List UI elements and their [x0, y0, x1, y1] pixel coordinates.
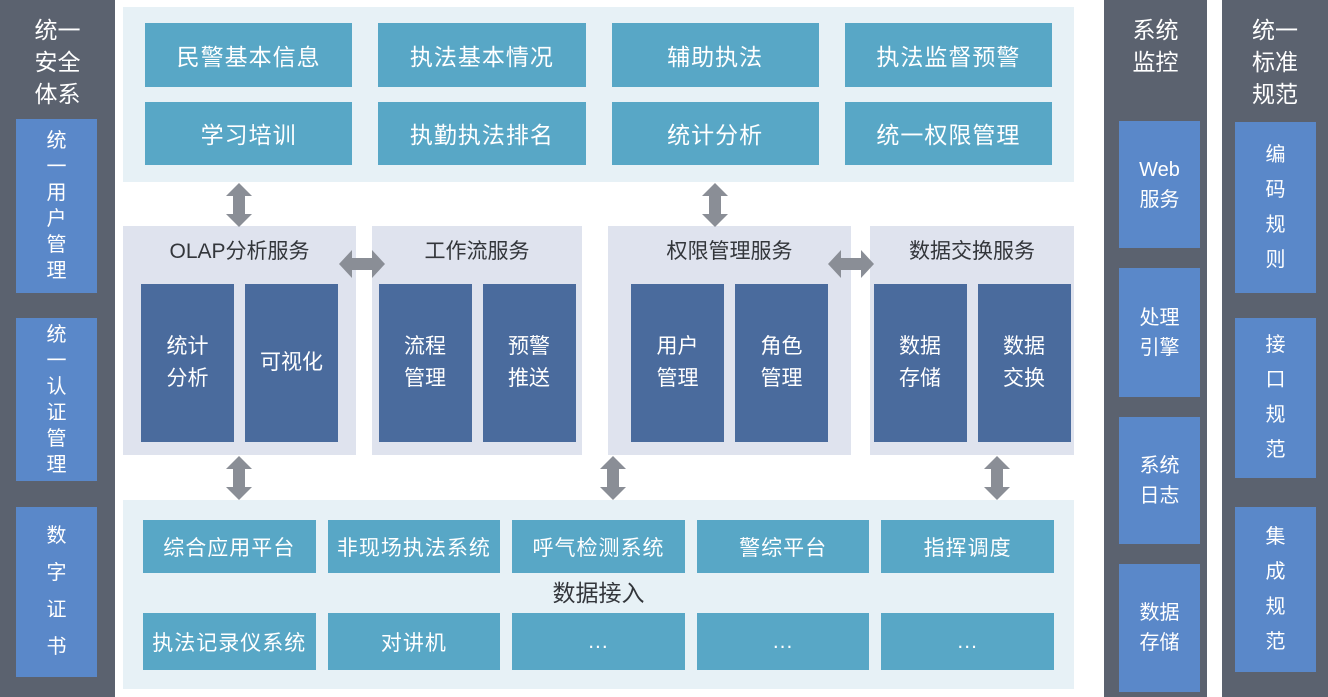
data-access-panel: 综合应用平台 非现场执法系统 呼气检测系统 警综平台 指挥调度 数据接入 执法记… — [123, 500, 1074, 689]
standards-item-coding-rules: 编 码 规 则 — [1235, 122, 1316, 293]
double-arrow-vertical-icon — [226, 456, 252, 500]
service-title-olap: OLAP分析服务 — [169, 240, 310, 263]
application-modules-panel: 民警基本信息 执法基本情况 辅助执法 执法监督预警 学习培训 执勤执法排名 统计… — [123, 7, 1074, 182]
service-panel-permission: 权限管理服务 用户 管理 角色 管理 — [608, 226, 851, 455]
data-access-label: 数据接入 — [552, 580, 645, 606]
services-row: OLAP分析服务 统计 分析 可视化 工作流服务 流程 管理 预警 推送 权限管… — [123, 226, 1074, 455]
service-title-permission: 权限管理服务 — [666, 240, 793, 263]
module-learning-training: 学习培训 — [145, 101, 353, 165]
source-ellipsis-3: ... — [881, 613, 1054, 670]
service-box-stat-analysis: 统计 分析 — [141, 284, 234, 442]
source-walkie-talkie: 对讲机 — [327, 613, 501, 670]
standards-column: 统一 标准 规范 编 码 规 则 接 口 规 范 集 成 规 范 — [1222, 0, 1328, 697]
service-box-data-exchange: 数据 交换 — [977, 284, 1071, 442]
source-ellipsis-2: ... — [696, 613, 870, 670]
sidebar-item-unified-user-management: 统 一 用 户 管 理 — [16, 119, 97, 293]
service-box-role-management: 角色 管理 — [735, 284, 828, 442]
standards-item-interface-standard: 接 口 规 范 — [1235, 318, 1316, 478]
double-arrow-vertical-icon — [984, 456, 1010, 500]
service-title-workflow: 工作流服务 — [424, 240, 530, 263]
source-offsite-enforcement: 非现场执法系统 — [327, 520, 501, 573]
module-assisted-enforcement: 辅助执法 — [611, 23, 819, 87]
monitor-item-web-service: Web 服务 — [1119, 121, 1200, 248]
service-box-warning-push: 预警 推送 — [482, 284, 576, 442]
module-statistical-analysis: 统计分析 — [611, 101, 819, 165]
double-arrow-horizontal-icon — [339, 250, 385, 278]
system-monitor-column: 系统 监控 Web 服务 处理 引擎 系统 日志 数据 存储 — [1104, 0, 1207, 697]
double-arrow-horizontal-icon — [828, 250, 874, 278]
monitor-item-processing-engine: 处理 引擎 — [1119, 268, 1200, 397]
module-enforcement-basic: 执法基本情况 — [378, 23, 586, 87]
source-ellipsis-1: ... — [512, 613, 685, 670]
service-box-data-storage: 数据 存储 — [873, 284, 967, 442]
service-box-visualization: 可视化 — [245, 284, 338, 442]
monitor-item-data-storage: 数据 存储 — [1119, 564, 1200, 692]
source-breath-test-system: 呼气检测系统 — [512, 520, 685, 573]
system-monitor-title: 系统 监控 — [1132, 17, 1179, 75]
service-box-process-management: 流程 管理 — [378, 284, 472, 442]
sidebar-item-digital-certificate: 数 字 证 书 — [16, 507, 97, 677]
source-command-dispatch: 指挥调度 — [881, 520, 1054, 573]
service-title-data-exchange: 数据交换服务 — [909, 240, 1035, 263]
service-box-user-management: 用户 管理 — [631, 284, 724, 442]
service-panel-data-exchange: 数据交换服务 数据 存储 数据 交换 — [870, 226, 1074, 455]
source-police-platform: 警综平台 — [696, 520, 870, 573]
module-unified-permissions: 统一权限管理 — [844, 101, 1052, 165]
double-arrow-vertical-icon — [600, 456, 626, 500]
sidebar-item-unified-auth-management: 统 一 认 证 管 理 — [16, 318, 97, 481]
module-police-basic-info: 民警基本信息 — [145, 23, 353, 87]
monitor-item-system-log: 系统 日志 — [1119, 417, 1200, 544]
security-sidebar: 统一 安全 体系 统 一 用 户 管 理 统 一 认 证 管 理 数 字 证 书 — [0, 0, 115, 697]
module-duty-ranking: 执勤执法排名 — [378, 101, 586, 165]
double-arrow-vertical-icon — [702, 183, 728, 227]
source-body-camera-system: 执法记录仪系统 — [143, 613, 316, 670]
standards-column-title: 统一 标准 规范 — [1252, 17, 1298, 107]
service-panel-workflow: 工作流服务 流程 管理 预警 推送 — [372, 226, 582, 455]
double-arrow-vertical-icon — [226, 183, 252, 227]
standards-item-integration-standard: 集 成 规 范 — [1235, 507, 1316, 672]
security-sidebar-title: 统一 安全 体系 — [34, 17, 81, 107]
module-supervision-warning: 执法监督预警 — [844, 23, 1052, 87]
source-integrated-app-platform: 综合应用平台 — [143, 520, 316, 573]
service-panel-olap: OLAP分析服务 统计 分析 可视化 — [123, 226, 356, 455]
